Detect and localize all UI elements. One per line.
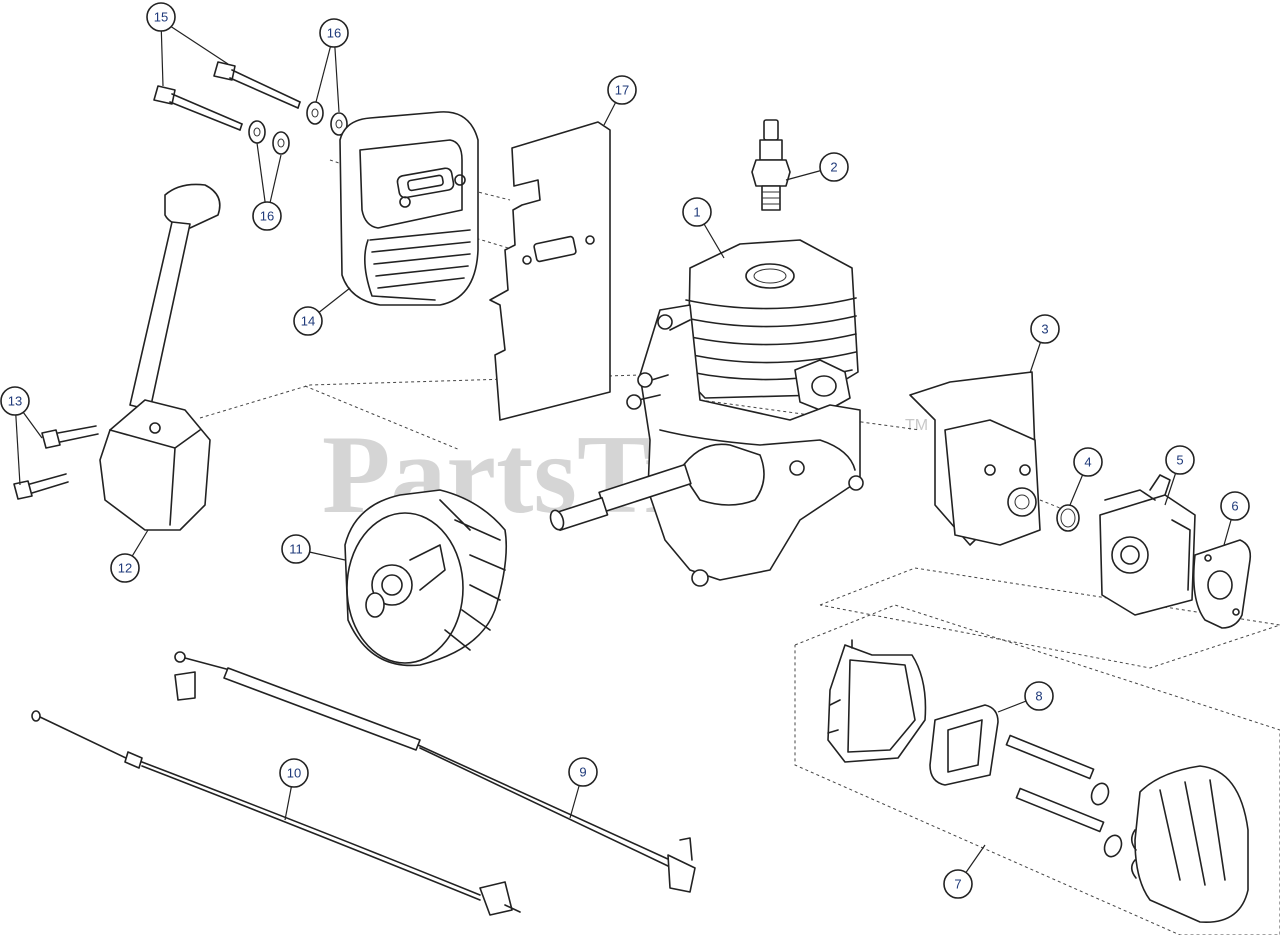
air-filter <box>929 704 999 786</box>
callout-12: 12 <box>110 553 140 583</box>
stop-wire <box>31 710 521 916</box>
callout-5: 5 <box>1165 445 1195 475</box>
spark-plug <box>751 119 791 211</box>
svg-text:9: 9 <box>579 765 586 780</box>
o-ring <box>1056 504 1080 532</box>
muffler-bolts <box>153 61 301 131</box>
callout-16-bottom: 16 <box>252 201 282 231</box>
svg-text:14: 14 <box>301 314 315 329</box>
svg-text:15: 15 <box>154 10 168 25</box>
ignition-coil <box>99 183 221 531</box>
callout-9: 9 <box>568 757 598 787</box>
svg-text:17: 17 <box>615 83 629 98</box>
callout-6: 6 <box>1220 491 1250 521</box>
watermark-trademark: TM <box>905 417 928 434</box>
svg-text:13: 13 <box>8 394 22 409</box>
callout-14: 14 <box>293 306 323 336</box>
callout-11: 11 <box>281 534 311 564</box>
svg-text:3: 3 <box>1041 322 1048 337</box>
svg-text:6: 6 <box>1231 499 1238 514</box>
throttle-cable <box>174 651 696 893</box>
callout-13: 13 <box>0 386 30 416</box>
carburetor-gasket <box>1192 539 1252 629</box>
intake-adapter <box>909 371 1041 546</box>
callout-8: 8 <box>1024 681 1054 711</box>
svg-text:8: 8 <box>1035 689 1042 704</box>
svg-text:12: 12 <box>118 561 132 576</box>
svg-text:2: 2 <box>830 160 837 175</box>
callout-17: 17 <box>607 75 637 105</box>
svg-text:10: 10 <box>287 766 301 781</box>
muffler <box>339 111 479 306</box>
callout-1: 1 <box>682 197 712 227</box>
svg-text:16: 16 <box>327 26 341 41</box>
callout-7: 7 <box>943 869 973 899</box>
flywheel <box>344 489 508 667</box>
air-filter-assembly <box>827 639 1249 923</box>
callout-16-top: 16 <box>319 18 349 48</box>
svg-text:16: 16 <box>260 209 274 224</box>
callout-2: 2 <box>819 152 849 182</box>
callout-10: 10 <box>279 758 309 788</box>
alignment-lines <box>199 159 1280 935</box>
callout-3: 3 <box>1030 314 1060 344</box>
svg-text:4: 4 <box>1084 455 1091 470</box>
svg-text:5: 5 <box>1176 453 1183 468</box>
coil-screws <box>13 425 99 500</box>
callout-15: 15 <box>146 2 176 32</box>
svg-text:7: 7 <box>954 877 961 892</box>
carburetor <box>1099 474 1196 616</box>
svg-text:11: 11 <box>289 542 303 557</box>
engine-cylinder <box>549 239 864 587</box>
callout-4: 4 <box>1073 447 1103 477</box>
muffler-gasket <box>489 121 611 421</box>
svg-text:1: 1 <box>693 205 700 220</box>
washers <box>248 101 348 155</box>
